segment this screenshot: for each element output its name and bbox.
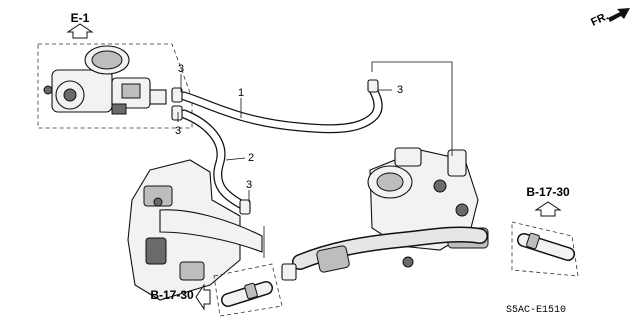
reference-e1-label: E-1 [71, 11, 90, 25]
up-arrow-icon [66, 23, 94, 39]
reference-b1730-bottom[interactable]: B-17-30 [150, 283, 211, 311]
up-arrow-icon [534, 201, 562, 217]
callout-3-lower[interactable]: 3 [175, 125, 181, 137]
reference-b1730-right-label: B-17-30 [526, 185, 570, 199]
callout-3-right[interactable]: 3 [397, 84, 403, 96]
leader-lines [177, 61, 453, 258]
left-arrow-icon [195, 283, 211, 311]
front-label: FR. [589, 10, 610, 28]
detail-box-bottom [213, 263, 283, 317]
water-pipe [281, 226, 488, 281]
detail-box-right [511, 221, 579, 277]
reference-b1730-bottom-label: B-17-30 [150, 288, 194, 302]
callout-1[interactable]: 1 [238, 87, 244, 99]
front-direction-indicator: FR. [589, 8, 630, 29]
callout-2[interactable]: 2 [248, 152, 254, 164]
hose-1[interactable] [179, 83, 383, 134]
hose-clamp [171, 79, 379, 215]
reference-b1730-right[interactable]: B-17-30 [526, 185, 570, 217]
engine-block [127, 159, 263, 301]
throttle-body-group [37, 43, 193, 129]
callout-3-middle[interactable]: 3 [246, 179, 252, 191]
callout-3-top[interactable]: 3 [178, 63, 184, 75]
hose-2[interactable] [179, 109, 249, 211]
reference-e1[interactable]: E-1 [66, 11, 94, 39]
front-arrow-icon [608, 8, 630, 22]
diagram-code: S5AC-E1510 [506, 305, 566, 316]
